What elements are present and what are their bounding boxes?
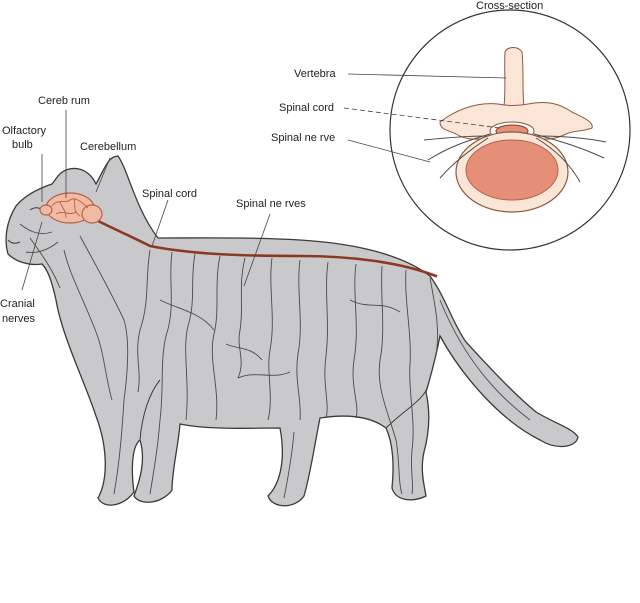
vertebral-arch bbox=[439, 101, 593, 140]
label-cranial-nerves-line1: Cranial bbox=[0, 298, 35, 310]
leader-spinal-nerve-inset bbox=[347, 139, 431, 163]
leader-cranial-nerves bbox=[21, 221, 43, 291]
nerve-branch bbox=[137, 249, 151, 393]
nerve-branch bbox=[405, 269, 414, 495]
leader-lines-inset bbox=[343, 73, 507, 163]
nerve-branch bbox=[429, 277, 439, 357]
nerve-branch bbox=[324, 261, 329, 419]
nerve-branch bbox=[63, 249, 113, 401]
front-leg-contour bbox=[139, 379, 161, 441]
leader-vertebra bbox=[347, 73, 507, 79]
label-spinal-cord-body: Spinal cord bbox=[142, 188, 198, 200]
nerve-branch bbox=[159, 299, 215, 331]
nerve-branch bbox=[352, 263, 358, 419]
label-vertebra: Vertebra bbox=[294, 68, 336, 80]
brain bbox=[39, 192, 103, 224]
nerve-branch bbox=[349, 299, 401, 313]
olfactory-bulb-shape bbox=[39, 204, 53, 216]
label-cranial-nerves-line2: nerves bbox=[2, 313, 36, 325]
cross-section-inset bbox=[343, 9, 631, 251]
brain-folds bbox=[51, 197, 89, 219]
label-spinal-cord-inset: Spinal cord bbox=[279, 102, 335, 114]
nerve-branch bbox=[378, 265, 403, 495]
nerve-branch bbox=[185, 253, 196, 421]
leader-spinal-cord-inset bbox=[343, 107, 501, 129]
cat-silhouette bbox=[5, 155, 579, 507]
label-cross-section: Cross-section bbox=[476, 0, 544, 12]
spinal-cord bbox=[90, 216, 438, 278]
nerve-branch bbox=[25, 241, 59, 253]
cat-nose bbox=[7, 239, 21, 244]
inset-nerve-left bbox=[423, 135, 487, 141]
label-cerebrum: Cereb rum bbox=[38, 95, 90, 107]
nerve-branch bbox=[79, 235, 129, 401]
leader-cerebellum bbox=[95, 157, 111, 193]
label-spinal-nerve-inset: Spinal ne rve bbox=[271, 132, 336, 144]
inset-nerve-right bbox=[537, 135, 607, 143]
spinous-process bbox=[503, 47, 525, 107]
peripheral-nerves bbox=[19, 223, 531, 499]
nerve-branch bbox=[211, 255, 221, 421]
nerve-branch bbox=[149, 419, 161, 495]
leader-lines-body bbox=[21, 110, 271, 291]
label-cerebellum: Cerebellum bbox=[80, 141, 137, 153]
nerve-branch bbox=[237, 371, 291, 379]
nerve-branch bbox=[159, 251, 173, 421]
label-olfactory-bulb-line2: bulb bbox=[12, 139, 33, 151]
intervertebral-disc bbox=[465, 139, 559, 201]
nerve-branch bbox=[267, 257, 273, 421]
leader-spinal-cord-body bbox=[151, 199, 169, 247]
label-spinal-nerves-body: Spinal ne rves bbox=[236, 198, 306, 210]
inset-spinal-nerves bbox=[423, 133, 607, 183]
nerve-branch bbox=[237, 257, 246, 379]
nerve-branch bbox=[439, 299, 531, 421]
cerebellum-shape bbox=[81, 204, 103, 224]
inset-nerve-left bbox=[439, 137, 489, 179]
label-olfactory-bulb-line1: Olfactory bbox=[2, 125, 47, 137]
nerve-branch bbox=[29, 237, 61, 289]
nerve-branch bbox=[225, 343, 263, 361]
nerve-branch bbox=[113, 399, 125, 495]
leader-spinal-nerves-body bbox=[243, 213, 271, 287]
nerve-branch bbox=[283, 431, 295, 499]
inset-nerve-right bbox=[535, 137, 581, 183]
nerve-branch bbox=[296, 259, 301, 421]
nerve-branch bbox=[19, 223, 53, 235]
